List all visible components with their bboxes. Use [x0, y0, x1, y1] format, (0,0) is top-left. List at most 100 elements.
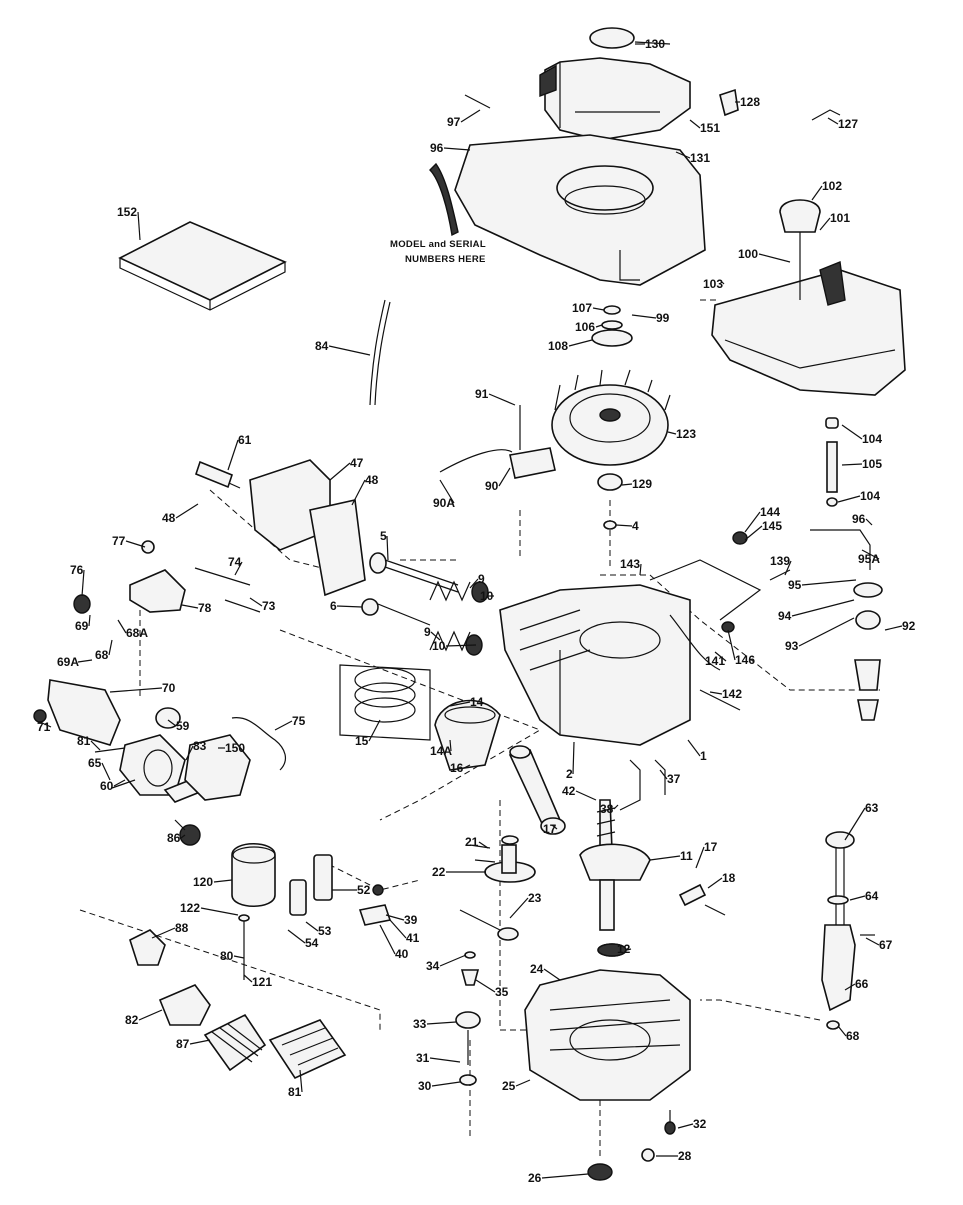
leader-line	[784, 560, 792, 576]
part-number: 28	[678, 1149, 692, 1163]
leader-line	[572, 741, 575, 775]
leader-line	[551, 824, 558, 830]
leader-line	[234, 561, 243, 576]
leader-line	[478, 841, 489, 849]
leader-line	[687, 739, 701, 757]
part-label-31: 31	[416, 1051, 461, 1065]
part-label-34: 34	[426, 954, 467, 973]
part-number: 54	[305, 936, 319, 950]
part-label-22: 22	[432, 865, 486, 879]
part-label-17: 17	[543, 822, 558, 836]
part-label-81: 81	[77, 734, 101, 751]
part-label-91: 91	[475, 387, 516, 406]
part-123-flywheel	[551, 305, 671, 530]
part-number: 123	[676, 427, 696, 441]
part-label-59: 59	[167, 719, 190, 733]
leader-line	[727, 629, 736, 661]
part-25-sump	[524, 969, 691, 1101]
part-label-68A: 68A	[117, 619, 148, 640]
leader-line	[677, 1123, 694, 1129]
part-label-97: 97	[447, 109, 481, 129]
part-number: 129	[632, 477, 652, 491]
part-150-fuel-pump	[174, 734, 251, 846]
part-80-bolt	[238, 914, 250, 980]
leader-line	[659, 769, 668, 780]
part-number: 102	[822, 179, 842, 193]
part-number: 4	[632, 519, 639, 533]
part-number: 95	[788, 578, 802, 592]
part-number: 66	[855, 977, 869, 991]
leader-line	[180, 834, 186, 839]
part-number: 22	[432, 865, 446, 879]
leader-line	[329, 462, 351, 481]
part-70-air-cleaner-bracket	[33, 679, 121, 746]
part-label-76: 76	[70, 563, 85, 597]
part-label-102: 102	[811, 179, 842, 201]
leader-line	[449, 739, 452, 752]
leader-line	[101, 762, 111, 781]
leader-line	[274, 720, 293, 731]
leader-line	[827, 117, 839, 125]
part-label-11: 11	[649, 849, 693, 863]
part-label-130: 130	[635, 37, 665, 51]
part-number: 1	[700, 749, 707, 763]
part-number: 63	[865, 801, 879, 815]
part-label-10: 10	[432, 639, 477, 653]
part-number: 88	[175, 921, 189, 935]
leader-line	[449, 701, 471, 707]
part-label-77: 77	[112, 534, 146, 548]
part-label-65: 65	[88, 756, 111, 781]
leader-line	[243, 974, 253, 983]
part-number: 6	[330, 599, 337, 613]
part-number: 101	[830, 211, 850, 225]
leader-line	[498, 467, 511, 487]
part-90-ignition-module	[439, 405, 556, 479]
part-label-35: 35	[475, 979, 509, 999]
part-number: 99	[656, 311, 670, 325]
leader-line	[469, 578, 479, 589]
part-65-dipstick-tube	[821, 895, 875, 1030]
part-number: 91	[475, 387, 489, 401]
part-number: 120	[193, 875, 213, 889]
part-number: 9	[424, 625, 431, 639]
part-number: 48	[162, 511, 176, 525]
leader-line	[200, 907, 239, 916]
part-label-92: 92	[884, 619, 916, 633]
leader-line	[631, 314, 657, 319]
leader-line	[488, 393, 516, 406]
leader-line	[460, 109, 481, 123]
part-number: 76	[70, 563, 84, 577]
leader-line	[709, 691, 723, 695]
part-label-146: 146	[727, 629, 755, 667]
part-label-28: 28	[656, 1149, 692, 1163]
leader-line	[125, 540, 146, 548]
leader-line	[801, 579, 857, 586]
part-label-23: 23	[509, 891, 542, 919]
part-number: 14	[470, 695, 484, 709]
leader-line	[379, 924, 396, 955]
part-26-oil-seal	[587, 1110, 676, 1181]
part-number: 40	[395, 947, 409, 961]
part-number: 14A	[430, 744, 452, 758]
leader-line	[463, 764, 471, 769]
part-number: 142	[722, 687, 742, 701]
part-number: 106	[575, 320, 595, 334]
leader-line	[385, 914, 405, 921]
part-label-131: 131	[675, 151, 710, 165]
leader-line	[299, 1069, 303, 1093]
leader-line	[430, 631, 441, 641]
part-label-80: 80	[220, 949, 245, 963]
part-number: 92	[902, 619, 916, 633]
leader-line	[861, 549, 880, 560]
part-number: 90	[485, 479, 499, 493]
part-78-choke-lever	[73, 540, 261, 614]
part-11-crankshaft	[579, 799, 651, 957]
leader-line	[615, 524, 633, 527]
leader-line	[185, 745, 194, 761]
part-label-64: 64	[849, 889, 879, 903]
part-number: 103	[703, 277, 723, 291]
leader-line	[811, 185, 823, 201]
leader-line	[305, 921, 319, 932]
part-number: 150	[225, 741, 245, 755]
part-label-69: 69	[75, 614, 91, 633]
